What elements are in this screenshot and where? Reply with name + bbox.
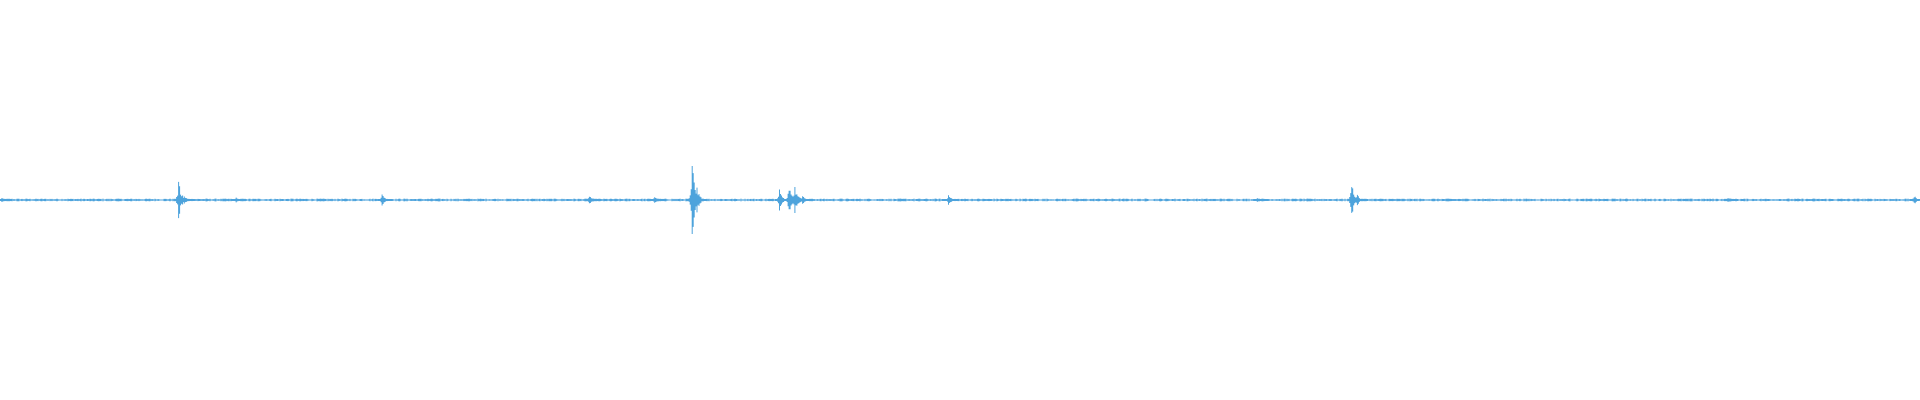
waveform-peak [179, 196, 195, 204]
waveform-peak [377, 194, 393, 206]
waveform-peak [944, 195, 959, 205]
waveform-peak [1253, 198, 1269, 202]
waveform-peak [692, 187, 708, 213]
waveform-peak [1352, 194, 1368, 206]
waveform-peak [1723, 198, 1739, 202]
waveform-peak [798, 196, 814, 204]
waveform-peak [231, 197, 247, 203]
waveform-peak [584, 196, 600, 204]
waveform-peak [1909, 196, 1920, 204]
waveform-peak [650, 197, 666, 203]
waveform-peak [0, 198, 13, 202]
